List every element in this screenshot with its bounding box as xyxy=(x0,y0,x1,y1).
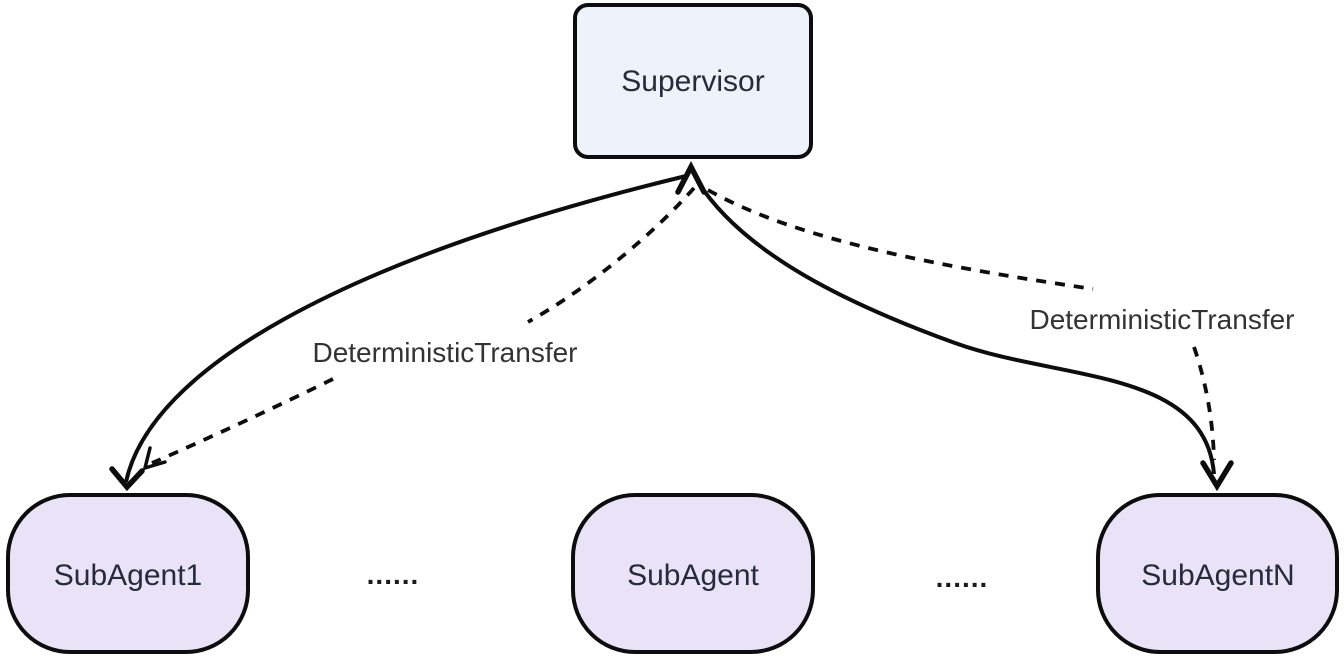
subagentN-label: SubAgentN xyxy=(1141,559,1294,592)
subagent1-label: SubAgent1 xyxy=(54,559,202,592)
supervisor-node xyxy=(573,3,813,159)
subagentN-node xyxy=(1096,493,1339,654)
subagent-middle-node xyxy=(571,493,815,654)
ellipsis-right: ...... xyxy=(936,562,989,593)
edge-supervisor-to-subagentN-dashed-upper xyxy=(707,188,1094,291)
edge-subagent1-to-supervisor-solid xyxy=(124,174,687,483)
edge-supervisor-to-subagentN-solid xyxy=(696,180,1216,475)
arrowhead-down-at-subagent1 xyxy=(109,466,145,492)
subagent1-node xyxy=(6,493,250,654)
edge-supervisor-to-subagent1-dashed-lower xyxy=(151,377,334,465)
edge-supervisor-to-subagentN-dashed-lower xyxy=(1192,346,1216,461)
arrowhead-up-at-supervisor xyxy=(675,161,707,195)
arrowhead-dashed-at-subagent1 xyxy=(142,446,167,471)
supervisor-label: Supervisor xyxy=(621,65,764,98)
arrowhead-down-at-subagentN xyxy=(1200,460,1234,492)
edge-supervisor-to-subagent1-dashed-upper xyxy=(527,186,696,324)
deterministic-transfer-label-right: DeterministicTransfer xyxy=(1029,304,1294,335)
subagent-middle-label: SubAgent xyxy=(627,559,759,592)
ellipsis-left: ...... xyxy=(367,559,420,590)
deterministic-transfer-label-left: DeterministicTransfer xyxy=(312,337,577,368)
